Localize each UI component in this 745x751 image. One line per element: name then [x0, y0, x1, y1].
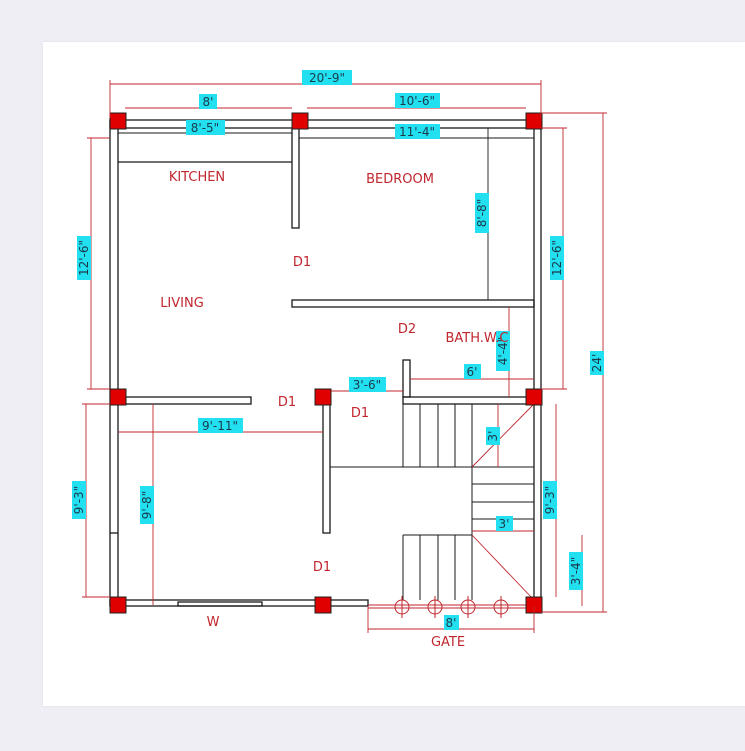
- right-outer-wall: [533, 119, 542, 607]
- window-w: [177, 601, 263, 607]
- staircase: [330, 404, 534, 600]
- front-room-right-wall: [322, 403, 331, 534]
- dim-kitchen-inner: 8'-5": [191, 121, 219, 135]
- dim-stair-width: 3': [499, 517, 510, 531]
- dim-stair-lower: 3'-4": [569, 557, 583, 585]
- door-d1-living: D1: [278, 395, 296, 410]
- dim-overall-depth: 24': [590, 354, 604, 373]
- dim-bedroom-depth: 8'-8": [475, 199, 489, 227]
- bath-bottom-wall: [402, 396, 535, 405]
- door-d1-front: D1: [313, 560, 331, 575]
- dimension-labels: 20'-9" 8' 10'-6" 8'-5" 11'-4" 8'-8" 12'-…: [72, 70, 604, 630]
- room-bedroom: BEDROOM: [366, 172, 434, 187]
- dim-right-upper: 12'-6": [550, 240, 564, 276]
- bath-left-wall: [402, 359, 411, 398]
- room-kitchen: KITCHEN: [169, 170, 225, 185]
- room-bath: BATH.W.C: [446, 331, 509, 346]
- door-d2-bath: D2: [398, 322, 416, 337]
- top-wall: [109, 119, 542, 129]
- dim-left-upper: 12'-6": [77, 240, 91, 276]
- dim-gate-width: 8': [446, 616, 457, 630]
- door-d1-passage: D1: [351, 406, 369, 421]
- dim-bedroom-inner: 11'-4": [399, 125, 435, 139]
- drawing-sheet: [43, 42, 745, 706]
- dim-bath-height: 4'-4": [496, 337, 510, 365]
- dim-front-room-width: 9'-11": [202, 419, 238, 433]
- dim-kitchen-outer: 8': [203, 95, 214, 109]
- dim-right-lower: 9'-3": [543, 486, 557, 514]
- dim-bedroom-outer: 10'-6": [399, 94, 435, 108]
- walls: [109, 119, 542, 607]
- dim-stair-landing: 3': [486, 431, 500, 442]
- dim-bath-width: 6': [467, 365, 478, 379]
- window-label: W: [207, 615, 220, 630]
- dimension-lines: [82, 80, 607, 633]
- living-partition-left: [117, 396, 252, 405]
- kitchen-bedroom-partition: [291, 127, 300, 229]
- gate[interactable]: [368, 596, 534, 618]
- room-living: LIVING: [160, 296, 204, 311]
- columns: [109, 112, 543, 614]
- stair-landings: [471, 403, 535, 601]
- door-d1-bedroom: D1: [293, 255, 311, 270]
- bedroom-bottom-wall: [291, 299, 535, 308]
- room-labels: KITCHEN BEDROOM LIVING BATH.W.C D1 D1 D1…: [160, 170, 508, 650]
- dim-left-lower-outer: 9'-3": [72, 486, 86, 514]
- dim-left-lower-inner: 9'-8": [140, 491, 154, 519]
- dim-passage: 3'-6": [353, 378, 381, 392]
- dim-overall-width: 20'-9": [309, 71, 345, 85]
- gate-label: GATE: [431, 635, 465, 650]
